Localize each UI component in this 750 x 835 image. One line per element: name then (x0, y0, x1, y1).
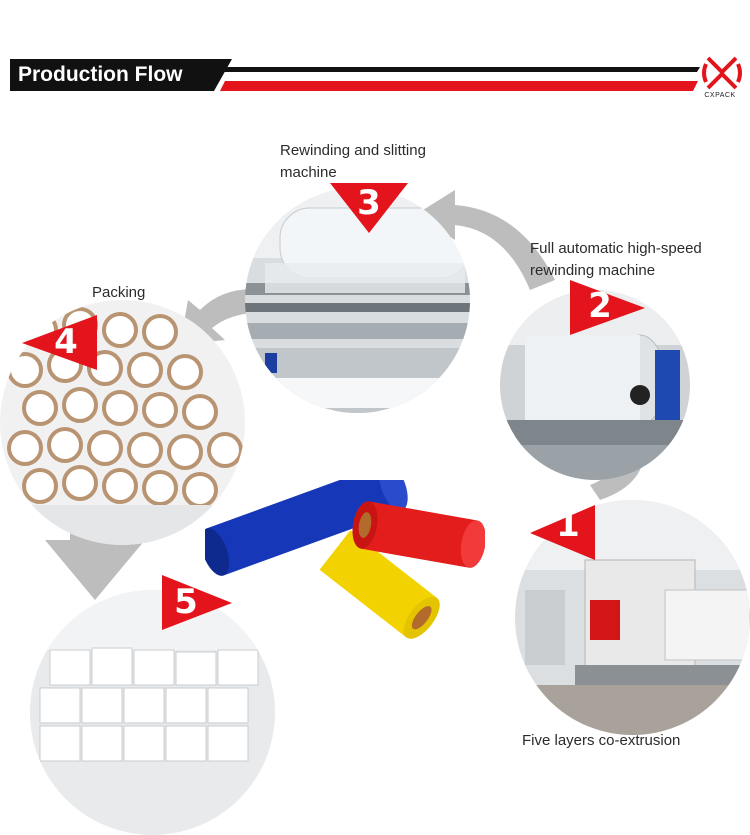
step-4-number: 4 (54, 322, 78, 362)
step-2-label-line2: rewinding machine (530, 262, 656, 279)
step-1-badge (530, 505, 595, 560)
step-2-number: 2 (588, 286, 612, 326)
step-1-label: Five layers co-extrusion (522, 732, 681, 749)
step-4-label: Packing (92, 284, 146, 301)
step-2-badge (570, 280, 645, 335)
step-5-badge (162, 575, 232, 630)
step-1-number: 1 (556, 505, 580, 545)
cxpack-logo-icon (702, 56, 742, 90)
step-3-label: Rewinding and slitting machine (280, 140, 426, 184)
page-title: Production Flow (10, 59, 202, 91)
step-2-label: Full automatic high-speed rewinding mach… (530, 238, 702, 282)
logo-text: CXPACK (704, 92, 736, 99)
step-3-badge (330, 183, 408, 233)
step-4-badge (22, 315, 97, 370)
step-3-number: 3 (357, 183, 381, 223)
step-5-number: 5 (174, 582, 198, 622)
step-3-label-line1: Rewinding and slitting (280, 142, 426, 159)
stretch-film-rolls (205, 480, 485, 639)
step-2-label-line1: Full automatic high-speed (530, 240, 702, 257)
step-3-label-line2: machine (280, 164, 337, 181)
